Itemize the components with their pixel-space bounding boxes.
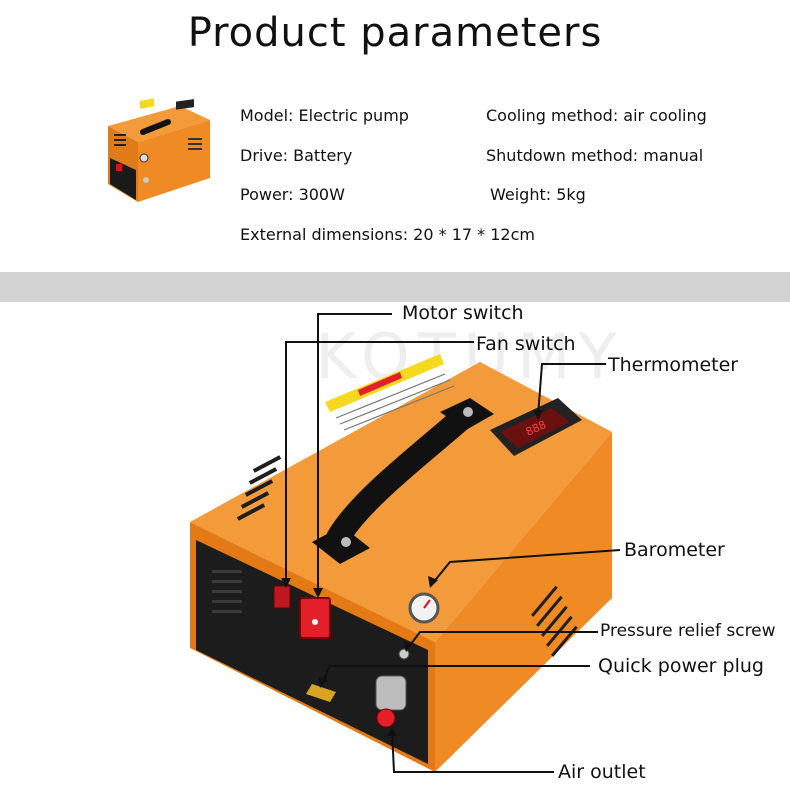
front-panel [196, 540, 428, 764]
spec-shutdown: Shutdown method: manual [486, 146, 704, 165]
motor-switch[interactable] [299, 597, 331, 639]
product-photo: KOTUMY 888 [190, 313, 621, 773]
spec-cooling: Cooling method: air cooling [486, 106, 707, 125]
front-vents [212, 570, 242, 613]
callout-quick-power-plug: Quick power plug [598, 655, 764, 677]
quick-power-plug[interactable] [306, 684, 336, 702]
callout-fan-switch: Fan switch [476, 333, 576, 355]
fan-switch[interactable] [273, 585, 291, 609]
section-divider [0, 272, 790, 302]
valve-knob[interactable] [375, 675, 407, 711]
spec-power: Power: 300W [240, 185, 345, 204]
air-outlet[interactable] [376, 708, 396, 728]
callout-motor-switch: Motor switch [402, 302, 524, 324]
spec-dimensions: External dimensions: 20 * 17 * 12cm [240, 225, 535, 244]
top-vents [236, 455, 282, 521]
callout-pressure-relief: Pressure relief screw [600, 621, 776, 641]
pressure-relief-screw[interactable] [398, 648, 410, 660]
product-thumbnail [108, 98, 210, 202]
callout-air-outlet: Air outlet [558, 761, 646, 783]
carry-handle[interactable] [326, 406, 474, 550]
housing-side [435, 432, 612, 772]
callout-barometer: Barometer [624, 539, 725, 561]
spec-model: Model: Electric pump [240, 106, 409, 125]
spec-weight: Weight: 5kg [490, 185, 586, 204]
warning-label [325, 354, 458, 430]
spec-drive: Drive: Battery [240, 146, 353, 165]
callout-thermometer: Thermometer [608, 354, 739, 376]
page-title: Product parameters [187, 10, 603, 56]
